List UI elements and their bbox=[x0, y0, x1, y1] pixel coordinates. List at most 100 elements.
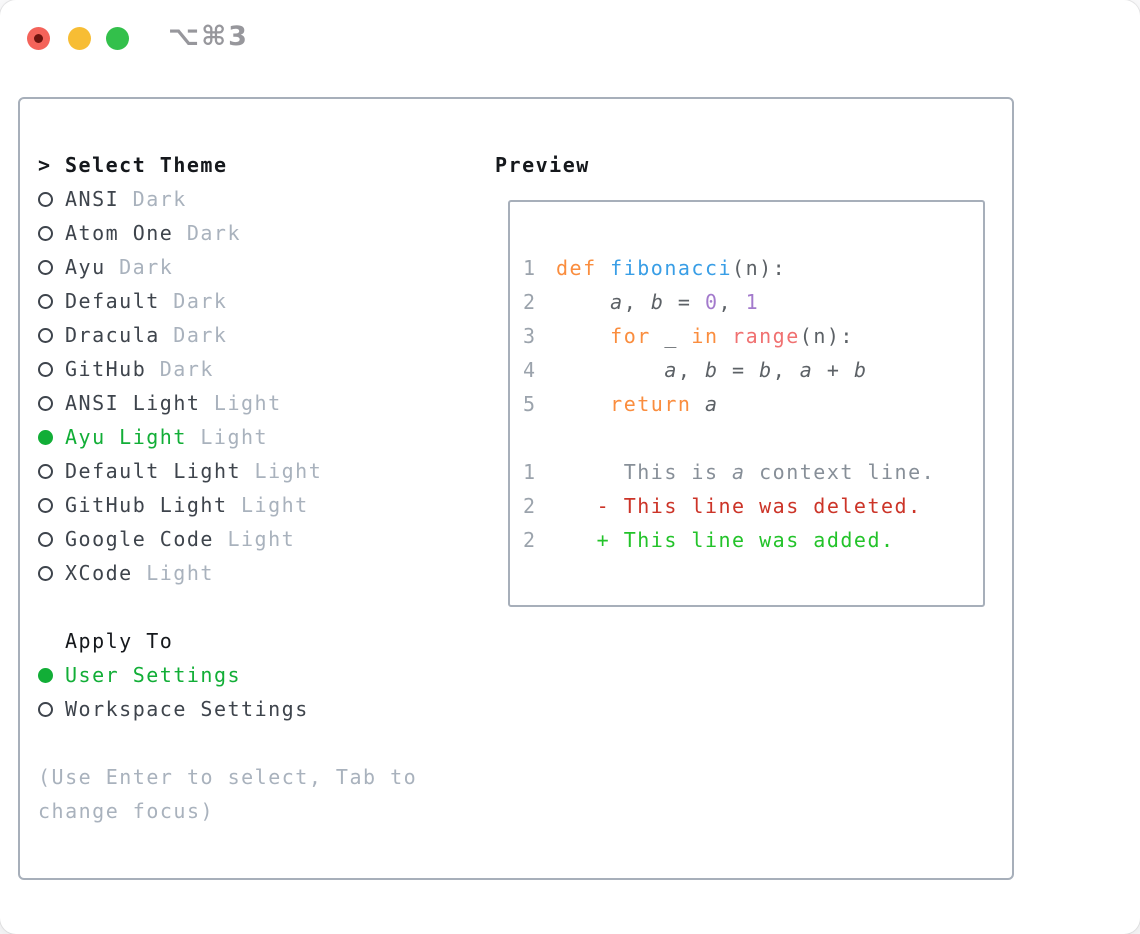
theme-option[interactable]: Default Dark bbox=[38, 284, 417, 318]
theme-name: Default bbox=[65, 289, 160, 313]
blank-code-line bbox=[523, 421, 983, 455]
theme-name: Default Light bbox=[65, 459, 242, 483]
theme-variant: Light bbox=[146, 561, 214, 585]
code-token: , bbox=[772, 358, 800, 382]
theme-option[interactable]: ANSI Dark bbox=[38, 182, 417, 216]
theme-variant: Light bbox=[241, 493, 309, 517]
preview-title: Preview bbox=[495, 153, 590, 177]
code-token bbox=[597, 256, 611, 280]
diff-preview: 1 This is a context line.2 - This line w… bbox=[523, 455, 983, 557]
theme-variant: Dark bbox=[119, 255, 174, 279]
radio-icon bbox=[38, 531, 53, 547]
blank-row bbox=[38, 726, 417, 760]
code-line: 3 for _ in range(n): bbox=[523, 319, 983, 353]
apply-to-title: Apply To bbox=[65, 629, 174, 653]
theme-variant: Dark bbox=[132, 187, 187, 211]
code-token: b bbox=[650, 290, 665, 314]
line-number: 1 bbox=[523, 256, 537, 280]
code-token: a bbox=[704, 392, 719, 416]
radio-icon bbox=[38, 497, 53, 513]
radio-icon bbox=[38, 701, 53, 717]
code-token: + bbox=[813, 358, 854, 382]
theme-variant: Light bbox=[213, 391, 282, 415]
line-number: 5 bbox=[523, 392, 537, 416]
hint-text-line-2: change focus) bbox=[38, 799, 215, 823]
close-button[interactable] bbox=[27, 27, 50, 50]
apply-to-header: Apply To bbox=[38, 624, 417, 658]
code-token: + This line was added. bbox=[556, 528, 895, 552]
code-token: (n): bbox=[732, 256, 787, 280]
code-token: a bbox=[664, 358, 678, 382]
code-line: 4 a, b = b, a + b bbox=[523, 353, 983, 387]
select-theme-title: Select Theme bbox=[65, 153, 228, 177]
close-dot-icon bbox=[34, 34, 43, 43]
theme-name: Ayu bbox=[65, 255, 106, 279]
theme-name: XCode bbox=[65, 561, 133, 585]
diff-line: 2 + This line was added. bbox=[523, 523, 983, 557]
code-token bbox=[556, 290, 610, 314]
select-theme-header: >Select Theme bbox=[38, 148, 417, 182]
diff-line: 2 - This line was deleted. bbox=[523, 489, 983, 523]
theme-variant: Dark bbox=[173, 323, 228, 347]
code-token: a bbox=[610, 290, 624, 314]
code-token: = bbox=[664, 290, 705, 314]
theme-name: ANSI bbox=[65, 187, 120, 211]
theme-option[interactable]: XCode Light bbox=[38, 556, 417, 590]
diff-line: 1 This is a context line. bbox=[523, 455, 983, 489]
code-token: range bbox=[732, 324, 800, 348]
code-token: for bbox=[610, 324, 651, 348]
theme-name: Google Code bbox=[65, 527, 214, 551]
minimize-button[interactable] bbox=[68, 27, 91, 50]
radio-icon bbox=[38, 327, 53, 343]
apply-to-option[interactable]: User Settings bbox=[38, 658, 417, 692]
code-line: 5 return a bbox=[523, 387, 983, 421]
code-token: (n): bbox=[799, 324, 854, 348]
theme-name: ANSI Light bbox=[65, 391, 201, 415]
theme-variant: Light bbox=[227, 527, 296, 551]
radio-selected-icon bbox=[38, 667, 53, 683]
radio-icon bbox=[38, 395, 53, 411]
code-token: , bbox=[623, 290, 651, 314]
theme-variant: Dark bbox=[186, 221, 241, 245]
code-token bbox=[719, 324, 733, 348]
code-token: 1 bbox=[745, 290, 760, 314]
zoom-button[interactable] bbox=[106, 27, 129, 50]
theme-option[interactable]: Google Code Light bbox=[38, 522, 417, 556]
code-token: def bbox=[556, 256, 597, 280]
radio-selected-icon bbox=[38, 429, 53, 445]
code-token: , bbox=[677, 358, 705, 382]
titlebar: ⌥⌘3 bbox=[0, 0, 1140, 76]
line-number: 2 bbox=[523, 528, 537, 552]
line-number: 4 bbox=[523, 358, 537, 382]
code-token: , bbox=[718, 290, 746, 314]
radio-icon bbox=[38, 191, 53, 207]
code-token: in bbox=[691, 324, 719, 348]
code-token bbox=[691, 392, 705, 416]
theme-option[interactable]: ANSI Light Light bbox=[38, 386, 417, 420]
radio-icon bbox=[38, 293, 53, 309]
code-token bbox=[556, 324, 610, 348]
line-number: 1 bbox=[523, 460, 537, 484]
code-token: - This line was deleted. bbox=[556, 494, 922, 518]
code-token: This is bbox=[556, 460, 733, 484]
apply-to-option[interactable]: Workspace Settings bbox=[38, 692, 417, 726]
code-line: 2 a, b = 0, 1 bbox=[523, 285, 983, 319]
hint-text-line-1: (Use Enter to select, Tab to bbox=[38, 765, 418, 789]
code-token: context line. bbox=[745, 460, 936, 484]
theme-variant: Dark bbox=[159, 357, 214, 381]
code-token: _ bbox=[650, 324, 692, 348]
theme-variant: Dark bbox=[173, 289, 228, 313]
apply-to-label: User Settings bbox=[65, 663, 242, 687]
theme-option[interactable]: Ayu Dark bbox=[38, 250, 417, 284]
